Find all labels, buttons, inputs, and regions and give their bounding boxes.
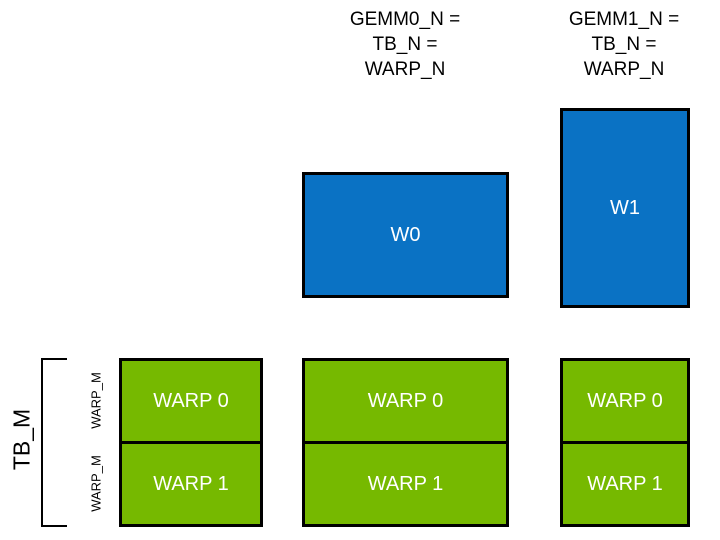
- warp-tile-w0: W0: [302, 172, 509, 298]
- warp-m-label-top: WARP_M: [88, 372, 104, 429]
- warp-box-col0-row0: WARP 0: [119, 358, 263, 444]
- column-header-gemm0: GEMM0_N = TB_N = WARP_N: [349, 9, 461, 80]
- tb-m-bracket: [41, 358, 67, 527]
- warp-tile-w0-label: W0: [390, 223, 421, 246]
- warp-tile-w1-label: W1: [610, 196, 640, 219]
- warp-box-col1-row0: WARP 0: [302, 358, 509, 444]
- warp-box-col2-row1: WARP 1: [560, 441, 690, 527]
- column-header-gemm1: GEMM1_N = TB_N = WARP_N: [568, 9, 680, 80]
- warp-m-label-bottom: WARP_M: [88, 455, 104, 512]
- warp-box-col0-row0-label: WARP 0: [153, 389, 229, 412]
- warp-box-col2-row0: WARP 0: [560, 358, 690, 444]
- warp-box-col0-row1: WARP 1: [119, 441, 263, 527]
- warp-box-col2-row1-label: WARP 1: [587, 472, 663, 495]
- warp-tile-w1: W1: [560, 108, 690, 308]
- warp-box-col1-row1-label: WARP 1: [367, 472, 444, 495]
- warp-box-col0-row1-label: WARP 1: [153, 472, 229, 495]
- warp-box-col2-row0-label: WARP 0: [587, 389, 663, 412]
- warp-box-col1-row1: WARP 1: [302, 441, 509, 527]
- tb-m-label: TB_M: [8, 408, 35, 471]
- warp-box-col1-row0-label: WARP 0: [367, 389, 444, 412]
